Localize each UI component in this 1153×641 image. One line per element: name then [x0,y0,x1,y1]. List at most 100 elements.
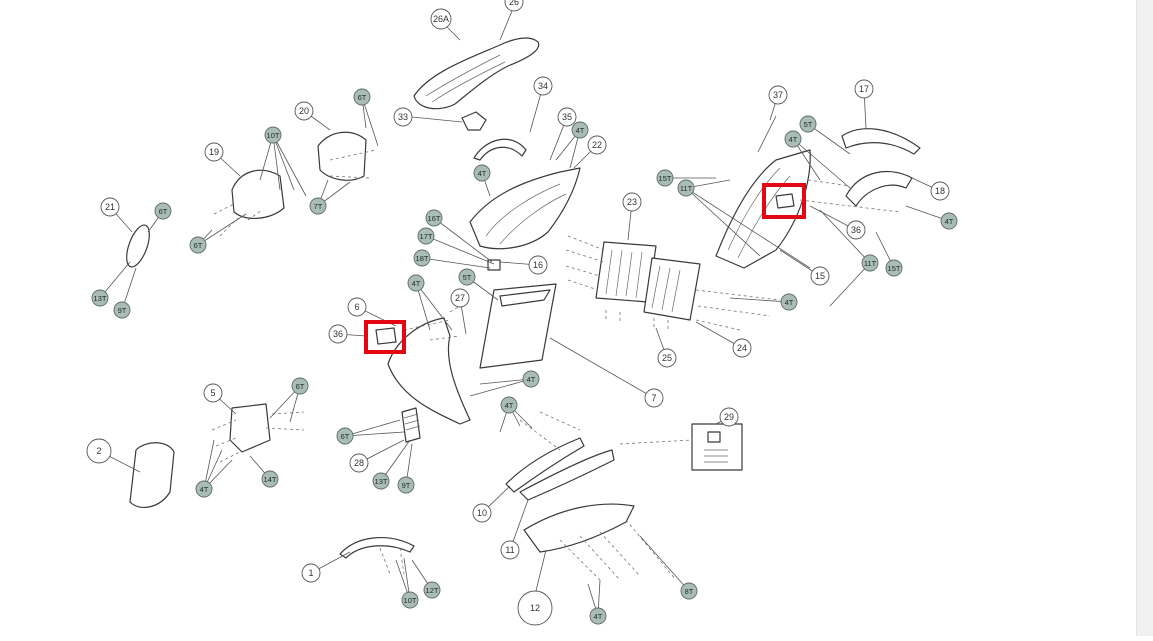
torque-tag-4T: 4T [784,130,802,148]
callout-bubble-7: 7 [644,388,664,408]
callout-text: 4T [576,126,585,135]
part-front-shield [129,442,175,509]
callout-text: 22 [592,140,602,150]
callout-text: 7T [314,202,323,211]
callout-text: 21 [105,202,115,212]
callout-text: 9T [118,306,127,315]
torque-tag-10T: 10T [264,126,282,144]
highlight-box-part-36-rear [762,183,806,219]
callout-text: 12T [426,586,439,595]
callout-bubble-21: 21 [100,197,120,217]
callout-text: 34 [538,81,548,91]
torque-tag-11T: 11T [677,179,695,197]
callout-bubble-15: 15 [810,266,830,286]
torque-tag-4T: 4T [780,293,798,311]
callout-text: 23 [627,197,637,207]
torque-tag-18T: 18T [413,249,431,267]
callout-bubble-25: 25 [657,348,677,368]
callout-text: 7 [651,393,656,403]
callout-text: 17T [420,232,433,241]
callout-text: 10T [404,596,417,605]
callout-text: 27 [455,293,465,303]
callout-text: 4T [412,279,421,288]
callout-text: 35 [562,112,572,122]
torque-tag-6T: 6T [353,88,371,106]
torque-tag-4T: 4T [407,274,425,292]
callout-text: 11T [864,259,877,268]
torque-tag-11T: 11T [861,254,879,272]
callout-text: 4T [527,375,536,384]
torque-tag-6T: 6T [189,236,207,254]
callout-text: 10 [477,508,487,518]
callout-bubble-23: 23 [622,192,642,212]
callout-text: 5 [210,388,215,398]
torque-tag-4T: 4T [195,480,213,498]
callout-bubble-17: 17 [854,79,874,99]
callout-text: 11 [505,545,514,555]
callout-text: 9T [402,481,411,490]
callout-bubble-10: 10 [472,503,492,523]
callout-text: 24 [737,343,747,353]
callout-bubble-34: 34 [533,76,553,96]
torque-tag-15T: 15T [885,259,903,277]
callout-text: 26A [433,14,449,24]
callout-text: 16T [428,214,441,223]
callout-bubble-36: 36 [328,324,348,344]
exploded-parts-diagram: 2626A3433354T224T37175T4T15T11T184T3611T… [86,0,958,626]
callout-text: 11T [680,184,693,193]
callout-text: 6T [296,382,305,391]
torque-tag-9T: 9T [397,476,415,494]
callout-bubble-12: 12 [517,590,553,626]
vertical-scrollbar[interactable] [1136,0,1153,636]
callout-bubble-37: 37 [768,85,788,105]
torque-tag-4T: 4T [522,370,540,388]
callout-text: 36 [333,329,343,339]
callout-bubble-22: 22 [587,135,607,155]
callout-text: 2 [96,446,101,456]
part-seat [413,37,540,110]
callout-bubble-27: 27 [450,288,470,308]
callout-text: 14T [264,475,277,484]
callout-bubble-36: 36 [846,220,866,240]
part-floor-panel [523,503,635,553]
callout-bubble-19: 19 [204,142,224,162]
callout-text: 15 [815,271,825,281]
callout-text: 1 [308,568,313,578]
assembly-lines [211,149,901,581]
callout-bubble-29: 29 [719,407,739,427]
callout-text: 37 [773,90,783,100]
callout-bubble-1: 1 [301,563,321,583]
callout-text: 6T [341,432,350,441]
callout-bubble-33: 33 [393,107,413,127]
callout-text: 8T [685,587,694,596]
callout-text: 5T [804,120,813,129]
callout-text: 17 [859,84,869,94]
torque-tag-16T: 16T [425,209,443,227]
callout-text: 18T [416,254,429,263]
callout-text: 33 [398,112,408,122]
callout-text: 6 [354,302,359,312]
callout-text: 4T [945,217,954,226]
callout-text: 6T [194,241,203,250]
callout-text: 19 [209,147,219,157]
torque-tag-12T: 12T [423,581,441,599]
callout-bubble-2: 2 [86,438,112,464]
callout-bubble-35: 35 [557,107,577,127]
torque-tag-13T: 13T [91,289,109,307]
callout-bubble-6: 6 [347,297,367,317]
torque-tag-10T: 10T [401,591,419,609]
part-front-inner-cover [387,317,471,425]
callout-text: 4T [594,612,603,621]
callout-text: 4T [478,169,487,178]
torque-tag-7T: 7T [309,197,327,215]
part-drawings [126,37,921,559]
callout-bubble-24: 24 [732,338,752,358]
callout-bubble-11: 11 [500,540,520,560]
callout-bubble-16: 16 [528,255,548,275]
torque-tag-9T: 9T [113,301,131,319]
callout-text: 15T [659,174,672,183]
torque-tag-6T: 6T [336,427,354,445]
torque-tag-5T: 5T [458,268,476,286]
